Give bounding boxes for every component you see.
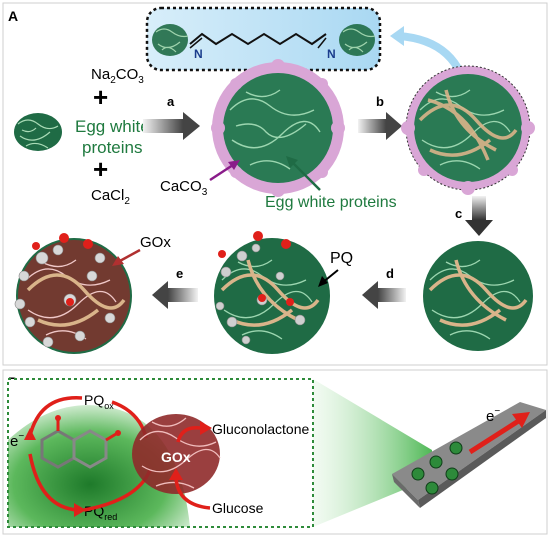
step-e-arrow: e — [152, 266, 198, 309]
egg-white-line1: Egg white — [75, 117, 150, 136]
panel-a-label: A — [8, 8, 18, 24]
svg-text:b: b — [376, 94, 384, 109]
gox-enzyme-label: GOx — [161, 449, 191, 465]
egg-proteins-label: Egg white proteins — [265, 194, 397, 211]
plus-sign-2: + — [93, 154, 108, 184]
egg-proteins-callout: Egg white proteins — [265, 156, 397, 211]
step-a-arrow: a — [143, 94, 200, 140]
electrode-capsules — [411, 441, 463, 495]
gox-enzyme: GOx — [132, 414, 221, 494]
electron-transfer-arrow — [468, 412, 530, 455]
step-b-arrow: b — [358, 94, 402, 140]
svg-text:e: e — [176, 266, 183, 281]
egg-protein-icon — [14, 113, 62, 151]
gox-callout: GOx — [112, 234, 171, 266]
svg-text:CaCO3: CaCO3 — [160, 178, 208, 198]
caco3-template-sphere — [211, 59, 345, 197]
crosslinker-box: N N — [145, 6, 382, 72]
gox-capsule — [14, 233, 132, 354]
plus-sign-1: + — [93, 82, 108, 112]
pq-molecule — [40, 415, 121, 469]
svg-text:GOx: GOx — [140, 234, 171, 251]
pq-ox-label: PQox — [84, 392, 114, 411]
glucose-label: Glucose — [212, 500, 264, 516]
svg-text:a: a — [167, 94, 175, 109]
nitrogen-right: N — [327, 47, 336, 61]
svg-text:PQ: PQ — [330, 250, 353, 267]
svg-text:c: c — [455, 206, 462, 221]
caco3-callout: CaCO3 — [160, 160, 240, 198]
electron-right: e− — [486, 406, 500, 425]
egg-white-line2: proteins — [82, 138, 142, 157]
svg-text:Na2CO3: Na2CO3 — [91, 66, 144, 86]
step-c-arrow: c — [455, 196, 493, 236]
glutaraldehyde-chain — [189, 32, 327, 46]
protein-left-small — [152, 24, 189, 56]
protein-capsule — [423, 241, 533, 351]
electron-left: e− — [10, 431, 24, 450]
nitrogen-left: N — [194, 47, 203, 61]
pq-callout: PQ — [318, 250, 353, 287]
substrate-arrows — [174, 426, 211, 510]
reagents-group: Na2CO3 + Egg white proteins + CaCl2 — [75, 66, 150, 207]
svg-text:d: d — [386, 266, 394, 281]
redox-arrowheads — [24, 428, 86, 517]
step-d-arrow: d — [362, 266, 406, 309]
gluconolactone-label: Gluconolactone — [212, 421, 310, 437]
protein-right-small — [339, 24, 376, 56]
svg-text:CaCl2: CaCl2 — [91, 187, 130, 207]
crosslinked-sphere — [401, 65, 535, 195]
pq-loaded-capsule — [214, 231, 330, 354]
